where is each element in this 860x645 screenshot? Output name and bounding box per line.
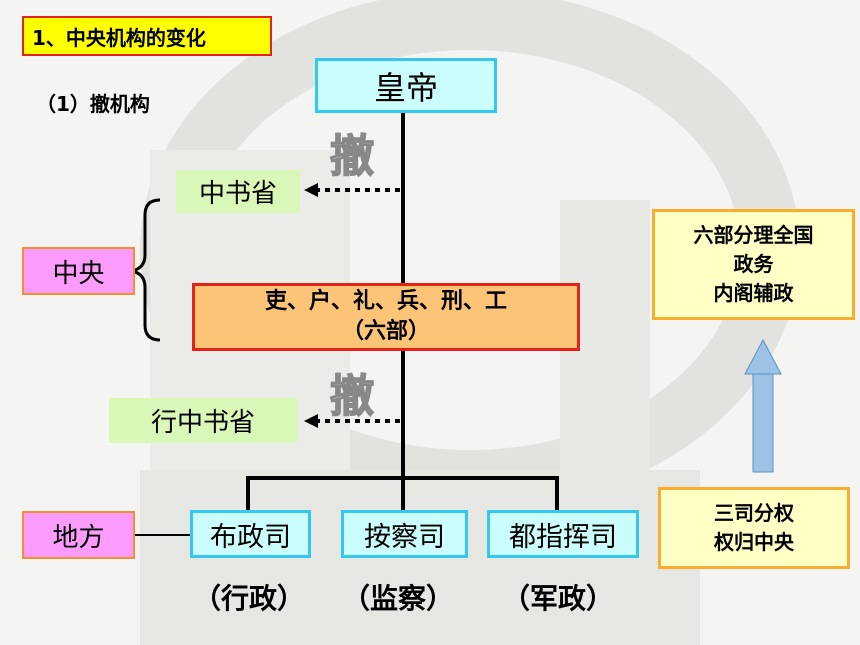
role-military: （军政） — [502, 582, 615, 615]
summary-top-line3: 内阁辅政 — [713, 281, 794, 305]
summary-top-box: 六部分理全国 政务 内阁辅政 — [652, 209, 855, 320]
role-supervision: （监察） — [342, 582, 455, 615]
xingzhongshusheng-box: 行中书省 — [109, 398, 297, 443]
summary-bottom-line1: 三司分权 — [714, 501, 794, 525]
abolish-mark-top: 撤 — [329, 130, 375, 183]
duzhihuisi-box: 都指挥司 — [487, 510, 639, 558]
summary-top-line2: 政务 — [733, 252, 774, 276]
role-administration: （行政） — [193, 582, 306, 615]
six-ministries-line2: （六部） — [341, 319, 430, 344]
anchasi-box: 按察司 — [341, 510, 468, 558]
summary-bottom-line2: 权归中央 — [714, 530, 794, 554]
six-ministries-box: 吏、户、礼、兵、刑、工 （六部） — [192, 283, 580, 351]
section-subtitle: （1）撤机构 — [36, 92, 150, 116]
six-ministries-line1: 吏、户、礼、兵、刑、工 — [264, 289, 507, 314]
summary-top-line1: 六部分理全国 — [693, 223, 814, 247]
buzhengsi-box: 布政司 — [190, 510, 311, 558]
emperor-box: 皇帝 — [315, 58, 497, 113]
summary-bottom-box: 三司分权 权归中央 — [658, 487, 850, 569]
abolish-mark-bottom: 撤 — [329, 370, 375, 423]
zhongshusheng-box: 中书省 — [176, 170, 300, 213]
section-title: 1、中央机构的变化 — [22, 16, 272, 56]
central-label: 中央 — [22, 247, 135, 295]
local-label: 地方 — [22, 511, 135, 559]
